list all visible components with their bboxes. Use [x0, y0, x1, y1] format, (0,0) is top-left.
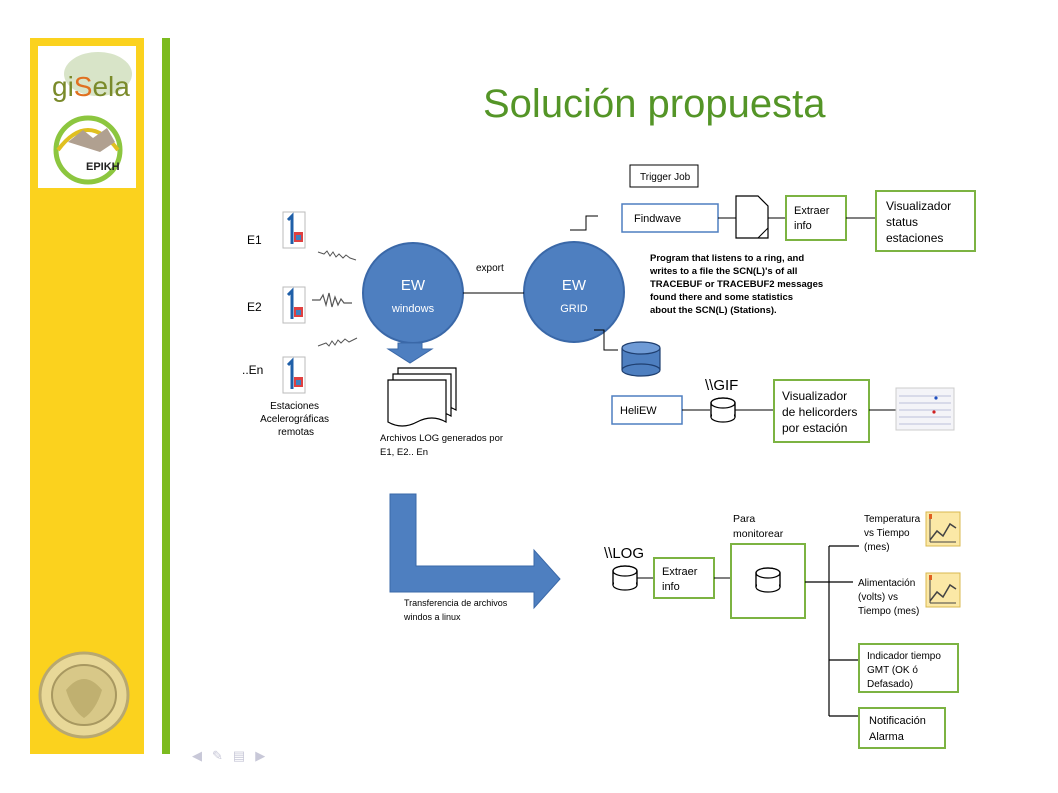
extraer-info-box-2	[653, 557, 715, 599]
extraer-info-label-2: Extraer info	[662, 566, 701, 593]
down-arrow-icon	[386, 342, 434, 364]
export-label: export	[476, 263, 504, 274]
wave-en	[317, 337, 358, 347]
station-e1-icon	[281, 210, 307, 250]
log-files-icon	[387, 367, 457, 427]
ew-grid-node	[523, 241, 625, 343]
transfer-arrow-icon	[389, 493, 561, 610]
gif-label: \\GIF	[705, 377, 738, 394]
notificacion-label: Notificación Alarma	[869, 715, 929, 743]
indicador-box	[858, 643, 959, 693]
temperatura-label: Temperatura vs Tiempo (mes)	[864, 514, 923, 553]
arrow-right-icon[interactable]: ▶	[255, 748, 266, 763]
temperature-chart-icon	[925, 511, 961, 547]
trigger-job-label: Trigger Job	[640, 172, 691, 183]
slide-nav: ◀ ✎ ▤ ▶	[192, 748, 265, 764]
helicorder-thumbnail-icon	[895, 387, 955, 431]
station-e2-icon	[281, 285, 307, 325]
gisela-logo: giSela EPIKH	[38, 46, 136, 188]
document-icon	[735, 195, 769, 239]
connector-db	[594, 329, 618, 351]
wave-e2	[312, 292, 352, 308]
visualizador-helicorders-label: Visualizador de helicorders por estación	[782, 389, 861, 435]
findwave-label: Findwave	[634, 213, 681, 225]
alimentacion-label: Alimentación (volts) vs Tiempo (mes)	[858, 578, 919, 617]
connector-findwave	[570, 215, 598, 231]
gif-database-icon	[710, 397, 736, 423]
stations-caption: Estaciones Acelerográficas remotas	[260, 401, 332, 438]
heliew-label: HeliEW	[620, 405, 657, 417]
visualizador-status-label: Visualizador status estaciones	[886, 199, 955, 245]
ew-grid-label: EW	[562, 277, 587, 294]
log-database-icon	[612, 565, 638, 591]
extraer-info-box-1	[785, 195, 847, 241]
extraer-info-label-1: Extraer info	[794, 205, 833, 232]
notificacion-box	[858, 707, 946, 749]
svg-text:EPIKH: EPIKH	[86, 161, 120, 173]
ew-grid-sublabel: GRID	[560, 303, 588, 315]
visualizador-helicorders-box	[773, 379, 870, 443]
pen-icon[interactable]: ✎	[212, 748, 223, 763]
voltage-chart-icon	[925, 572, 961, 608]
findwave-box	[621, 203, 719, 233]
ew-windows-sublabel: windows	[391, 303, 435, 315]
heliew-box	[611, 395, 683, 425]
program-description: Program that listens to a ring, and writ…	[649, 253, 826, 316]
monitorear-database-icon	[755, 567, 781, 593]
log-files-caption: Archivos LOG generados por E1, E2.. En	[380, 433, 506, 458]
para-monitorear-label: Para monitorear	[733, 513, 784, 540]
svg-text:giSela: giSela	[52, 71, 130, 102]
station-e2-label: E2	[247, 300, 262, 314]
visualizador-status-box	[875, 190, 976, 252]
trigger-job-box	[629, 164, 699, 188]
ew-windows-label: EW	[401, 277, 426, 294]
arrow-left-icon[interactable]: ◀	[192, 748, 202, 763]
station-e1-label: E1	[247, 233, 262, 247]
ring-database-icon	[621, 341, 661, 377]
menu-icon[interactable]: ▤	[232, 748, 246, 763]
indicador-label: Indicador tiempo GMT (OK ó Defasado)	[867, 651, 944, 690]
transfer-caption: Transferencia de archivos windos a linux	[403, 598, 510, 622]
log-label: \\LOG	[604, 545, 644, 562]
accent-bar	[162, 38, 170, 754]
unam-seal-icon	[36, 650, 132, 740]
page-title: Solución propuesta	[483, 82, 826, 126]
wave-e1	[317, 250, 357, 261]
station-en-label: ..En	[242, 363, 263, 377]
station-en-icon	[281, 355, 307, 395]
monitor-bracket	[805, 545, 859, 717]
document-fold	[757, 227, 769, 239]
